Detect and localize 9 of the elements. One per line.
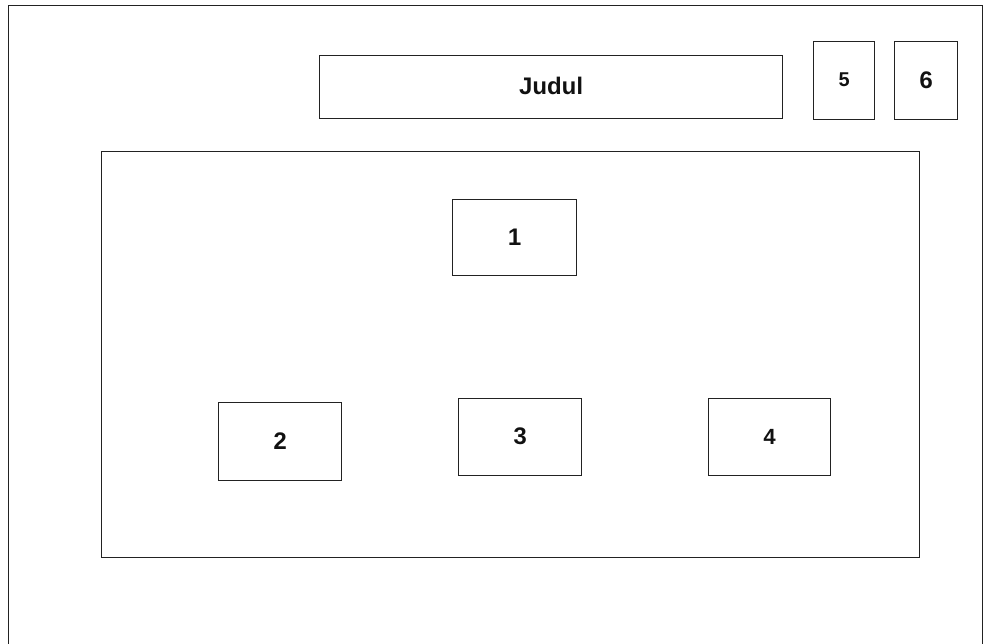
- text-box: 5: [813, 41, 875, 120]
- text-box: 3: [458, 398, 582, 476]
- text-box: Judul: [319, 55, 783, 119]
- text-box: 4: [708, 398, 831, 476]
- text-box: 2: [218, 402, 342, 481]
- text-box: 6: [894, 41, 958, 120]
- frame-box: [101, 151, 920, 558]
- text-box: 1: [452, 199, 577, 276]
- frame-box: [8, 5, 983, 644]
